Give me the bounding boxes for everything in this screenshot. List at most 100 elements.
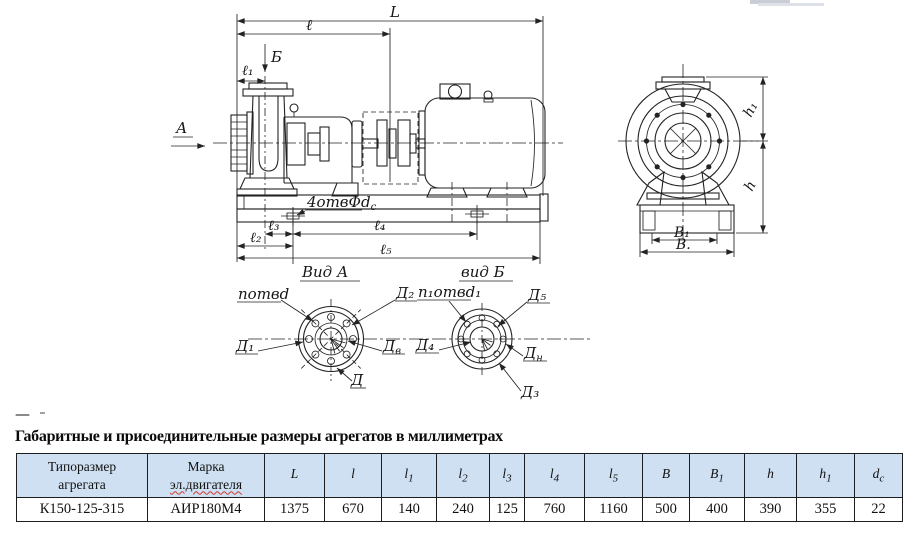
bolt-hole xyxy=(493,320,501,328)
eyebolt-base xyxy=(483,98,494,103)
callouts-B: n₁отвd₁ Д₅ Д₄ Дн Д₃ xyxy=(415,283,550,401)
bolt-hole xyxy=(499,335,507,343)
col-header-l: l xyxy=(324,453,382,498)
dim-label-l2: ℓ₂ xyxy=(250,230,262,246)
base-end-face xyxy=(539,193,549,222)
bolt-hole xyxy=(654,112,660,118)
bolt-hole xyxy=(706,112,712,118)
view-marker-A: А xyxy=(175,119,187,137)
dim-label-B1: В₁ xyxy=(673,225,690,241)
dim-label-l5: ℓ₅ xyxy=(380,242,392,258)
cell-l4: 760 xyxy=(524,497,585,522)
motor-foot-front xyxy=(426,187,468,198)
cell-h: 390 xyxy=(744,497,797,522)
section-title: Габаритные и присоединительные размеры а… xyxy=(15,428,503,445)
shaft-hub xyxy=(307,132,321,156)
header-line: агрегата xyxy=(58,476,106,492)
motor-shaft xyxy=(415,138,426,149)
col-header-l1: l1 xyxy=(381,453,437,498)
bolt-hole xyxy=(342,319,351,328)
cell-l1: 140 xyxy=(381,497,437,522)
electric-motor xyxy=(418,83,546,225)
page-fragment: — xyxy=(15,405,45,423)
end-view: h₁ h В₁ В. xyxy=(618,64,768,257)
base-holes-callout: 4отвФdc xyxy=(296,193,377,216)
casing-circle xyxy=(654,112,712,170)
base-frame xyxy=(236,193,549,226)
cell-B1: 400 xyxy=(689,497,745,522)
fan-lines xyxy=(330,338,346,354)
end-base xyxy=(639,204,735,234)
foot-axes xyxy=(451,182,508,225)
col-header-h: h xyxy=(744,453,797,498)
base-channel xyxy=(718,210,732,231)
fan-lines xyxy=(481,338,493,351)
height-dimensions: h₁ h xyxy=(706,76,768,234)
coupling-hub xyxy=(409,133,417,154)
callouts-A: nотвd Д₂ Д₁ Дв Д xyxy=(235,284,417,389)
bolt-hole xyxy=(311,350,320,359)
col-header-marka: Марка эл.двигателя xyxy=(147,453,265,498)
cell-l2: 240 xyxy=(436,497,490,522)
bolt-hole xyxy=(716,138,723,144)
bolt-hole xyxy=(680,101,686,108)
support-plate xyxy=(646,192,720,200)
motor-end-seam xyxy=(530,99,535,187)
bolt-hole xyxy=(311,319,320,328)
width-dimensions: В₁ В. xyxy=(639,225,735,257)
leader xyxy=(505,343,524,357)
label-D5: Д₅ xyxy=(527,286,546,304)
pipe-bore xyxy=(258,96,279,172)
leader xyxy=(296,208,306,216)
bottom-dimensions: ℓ₃ ℓ₄ ℓ₂ ℓ₅ xyxy=(237,208,541,264)
label-D: Д xyxy=(350,371,364,389)
leader xyxy=(347,340,383,352)
header-line: Марка xyxy=(187,458,225,474)
technical-drawing: L ℓ Б ℓ₁ А xyxy=(15,0,824,423)
base-plate xyxy=(236,208,541,223)
flange-view-B: вид Б n₁отвd₁ Д₅ Д₄ Дн xyxy=(415,263,550,401)
col-header-dc: dc xyxy=(854,453,903,498)
flangeA-holes-label: nотвd xyxy=(238,285,289,303)
discharge-flange xyxy=(242,88,294,97)
dim-label-h: h xyxy=(741,178,759,193)
dim-label-l4: ℓ₄ xyxy=(374,218,386,234)
flangeB-holes-label: n₁отвd₁ xyxy=(418,283,481,301)
window-edge-artifact xyxy=(750,0,790,4)
hub-cross xyxy=(669,127,697,155)
flange-neck xyxy=(664,88,702,103)
col-header-l2: l2 xyxy=(436,453,490,498)
table-header: Типоразмер агрегата Марка эл.двигателя L… xyxy=(16,453,903,498)
col-header-h1: h1 xyxy=(796,453,855,498)
bolt-hole xyxy=(654,164,660,170)
col-header-L: L xyxy=(264,453,325,498)
leader xyxy=(448,300,467,323)
leader xyxy=(257,340,304,352)
bolt-hole xyxy=(305,335,313,343)
dim-label-l: ℓ xyxy=(306,16,312,34)
dim-label-l1: ℓ₁ xyxy=(242,63,253,79)
col-header-B1: B1 xyxy=(689,453,745,498)
label-D2: Д₂ xyxy=(395,284,414,302)
col-header-typorazmer: Типоразмер агрегата xyxy=(16,453,148,498)
bolt-hole xyxy=(457,335,465,343)
support-left xyxy=(636,170,665,206)
hatch-lines xyxy=(231,121,247,165)
dim-label-h1: h₁ xyxy=(740,99,761,119)
pump-shaft xyxy=(361,138,379,149)
view-B-title: вид Б xyxy=(461,263,505,281)
support-right xyxy=(701,170,730,206)
bolt-hole xyxy=(463,350,471,358)
rear-cover xyxy=(351,120,363,168)
cell-typorazmer: К150-125-315 xyxy=(16,497,148,522)
header-line: эл.двигателя xyxy=(169,476,243,492)
cell-l5: 1160 xyxy=(584,497,643,522)
casing-foot xyxy=(331,182,359,197)
discharge-flange-top xyxy=(248,82,288,90)
cell-dc: 22 xyxy=(854,497,903,522)
casing-circle xyxy=(637,95,729,187)
base-holes-label: 4отвФdc xyxy=(306,193,377,213)
terminal-box-cap xyxy=(447,84,463,99)
cell-L: 1375 xyxy=(264,497,325,522)
